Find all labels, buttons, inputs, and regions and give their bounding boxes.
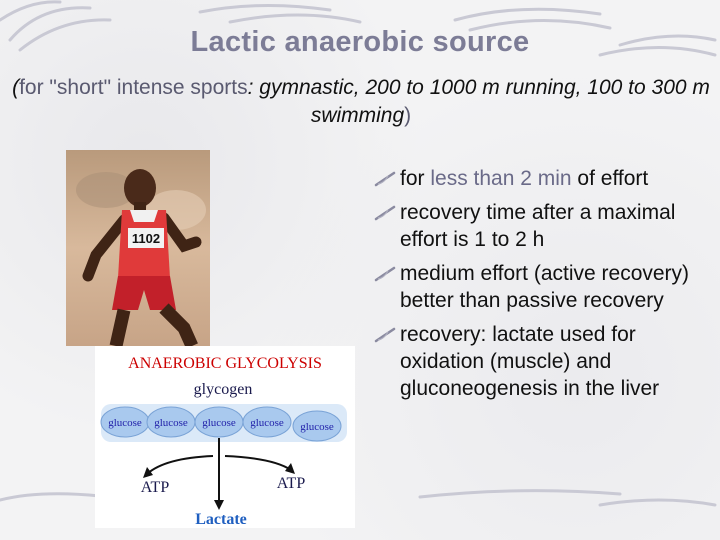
atp-right-label: ATP [277, 475, 306, 492]
bullet-text: medium effort (active recovery) better t… [400, 262, 690, 312]
bullet-item: for less than 2 min of effort [372, 165, 712, 192]
subtitle-highlight: for "short" intense sports [19, 76, 248, 99]
lactate-label: Lactate [195, 511, 247, 528]
bullet-text-before: for [400, 167, 431, 190]
quill-bullet-icon [374, 266, 396, 282]
sprinter-photo: 1102 [66, 150, 210, 346]
diagram-glycogen: glycogen [194, 381, 253, 398]
quill-bullet-icon [374, 327, 396, 343]
quill-bullet-icon [374, 205, 396, 221]
diagram-title: ANAEROBIC GLYCOLYSIS [128, 355, 322, 372]
subtitle-rest: : gymnastic, 200 to 1000 m running, 100 … [247, 76, 710, 127]
bullet-list: for less than 2 min of effort recovery t… [372, 165, 712, 409]
bullet-text: recovery time after a maximal effort is … [400, 201, 676, 251]
arrow-head-down [214, 500, 224, 510]
bullet-text: recovery: lactate used for oxidation (mu… [400, 323, 660, 400]
anaerobic-glycolysis-diagram: ANAEROBIC GLYCOLYSIS glycogen glucose gl… [95, 346, 355, 528]
arrow-head-left [143, 467, 153, 478]
glucose-label: glucose [250, 417, 284, 429]
subtitle-close-paren: ) [404, 104, 412, 127]
bullet-item: recovery: lactate used for oxidation (mu… [372, 321, 712, 402]
bib-number: 1102 [132, 231, 160, 246]
slide-title: Lactic anaerobic source [190, 26, 530, 58]
glucose-label: glucose [202, 417, 236, 429]
glucose-label: glucose [154, 417, 188, 429]
glucose-label: glucose [108, 417, 142, 429]
bullet-text-after: of effort [571, 167, 649, 190]
slide-subtitle: (for "short" intense sports: gymnastic, … [8, 74, 714, 130]
bullet-item: recovery time after a maximal effort is … [372, 199, 712, 253]
glucose-label: glucose [300, 421, 334, 433]
bullet-item: medium effort (active recovery) better t… [372, 260, 712, 314]
arrow-head-right [285, 463, 295, 474]
atp-left-label: ATP [141, 479, 170, 496]
subtitle-open-paren: ( [12, 76, 20, 99]
bullet-text-accent: less than 2 min [430, 167, 572, 190]
quill-bullet-icon [374, 171, 396, 187]
